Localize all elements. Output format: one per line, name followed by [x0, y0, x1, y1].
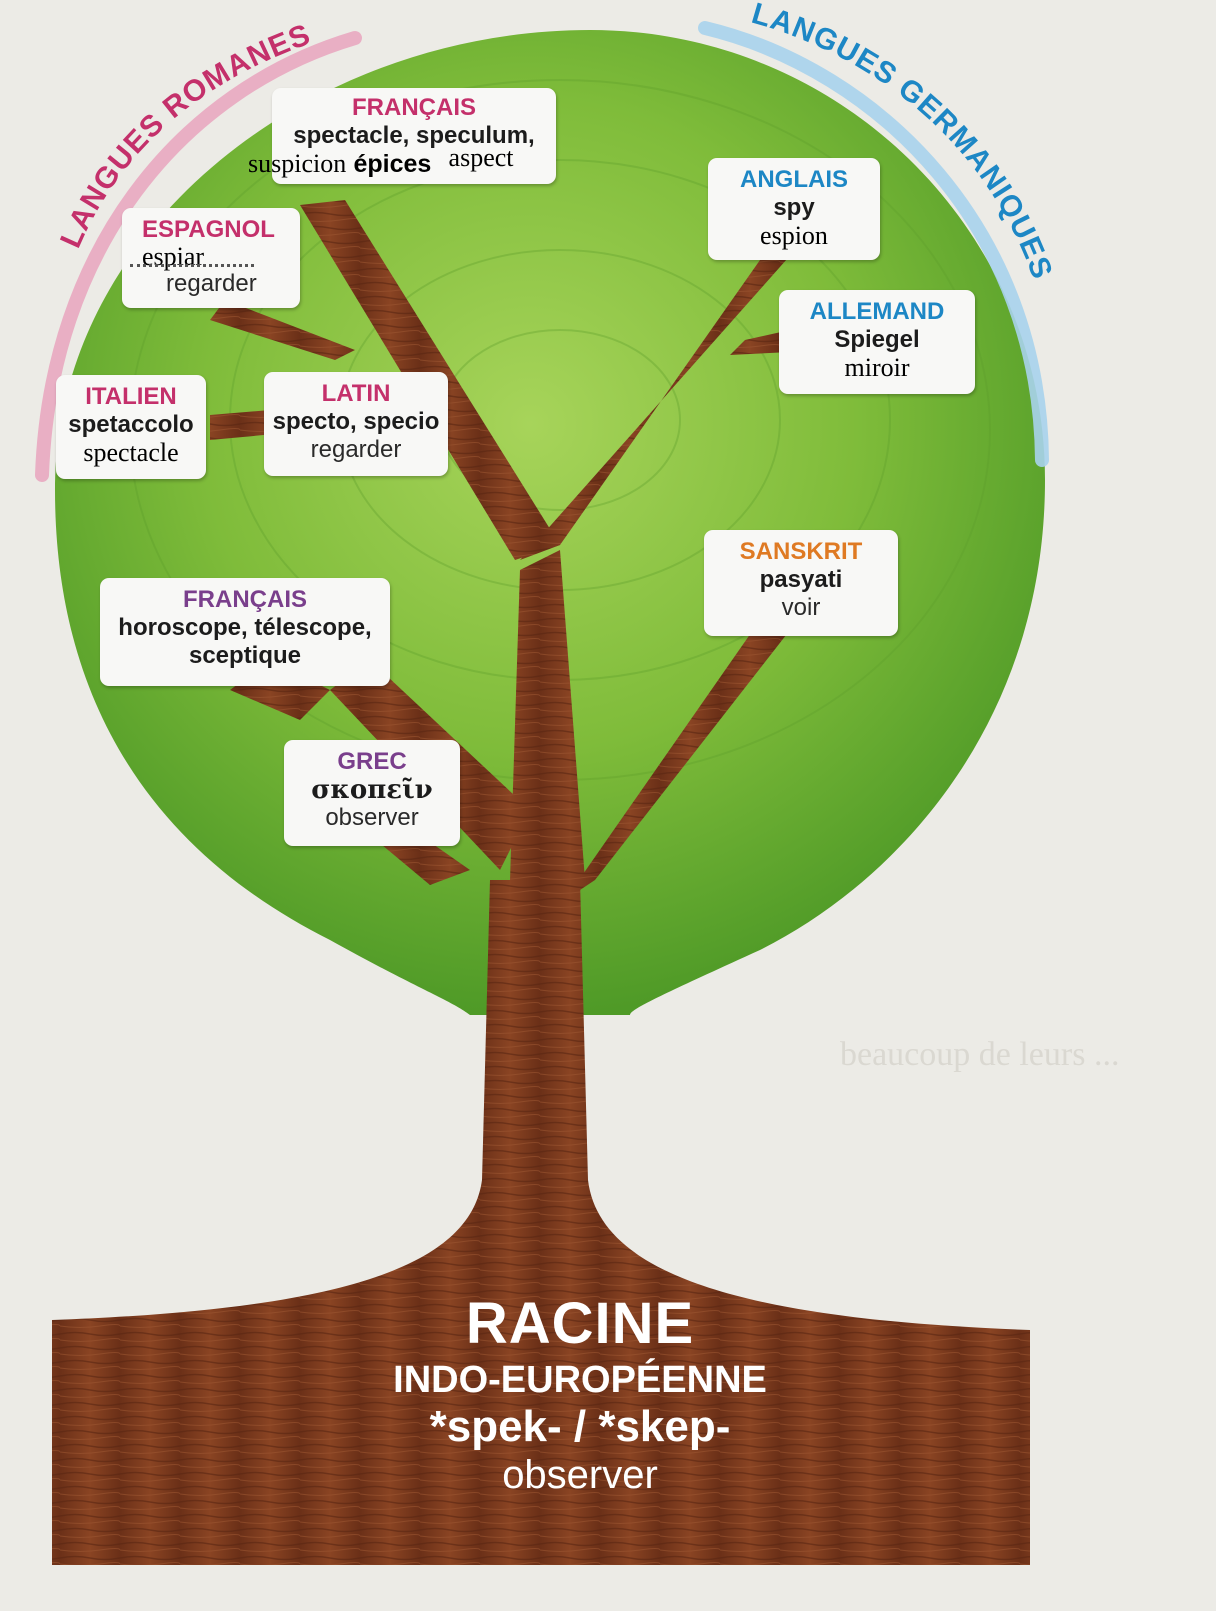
node-sanskrit: SANSKRIT pasyati voir — [704, 530, 898, 636]
node-meaning: voir — [781, 594, 821, 621]
node-word: pasyati — [759, 566, 843, 593]
node-word: spy — [773, 194, 815, 221]
node-language: ANGLAIS — [740, 166, 848, 193]
node-meaning: spectacle — [83, 438, 179, 467]
root-label: RACINE INDO-EUROPÉENNE *spek- / *skep- o… — [300, 1290, 860, 1498]
word-aspect: aspect — [448, 143, 514, 172]
node-grec: GREC σκοπεῖν observer — [284, 740, 460, 846]
francais-top-extra-words: suspicion épices aspect — [248, 143, 578, 179]
node-allemand: ALLEMAND Spiegel miroir — [779, 290, 975, 394]
node-francais-bottom: FRANÇAIS horoscope, télescope, sceptique — [100, 578, 390, 686]
root-title: RACINE — [465, 1291, 695, 1356]
node-meaning: miroir — [844, 353, 910, 382]
node-italien: ITALIEN spetaccolo spectacle — [56, 375, 206, 479]
word-epices: épices — [353, 150, 432, 178]
node-word-line1: horoscope, télescope, — [118, 614, 372, 641]
germanic-arc — [698, 21, 1049, 467]
node-latin: LATIN specto, specio regarder — [264, 372, 448, 476]
node-language: GREC — [337, 748, 407, 775]
word-suspicion: suspicion — [248, 149, 347, 178]
node-word-line2: sceptique — [188, 642, 302, 669]
node-meaning: regarder — [166, 270, 257, 297]
root-meaning: observer — [502, 1453, 658, 1497]
root-form: *spek- / *skep- — [429, 1402, 731, 1451]
root-subtitle: INDO-EUROPÉENNE — [393, 1359, 767, 1401]
background-page-text: beaucoup de leurs ... — [840, 1036, 1120, 1073]
node-meaning: espion — [760, 221, 828, 250]
node-word: Spiegel — [834, 326, 920, 353]
node-language: LATIN — [321, 380, 391, 407]
node-word: espiar — [129, 242, 255, 271]
node-word: spetaccolo — [68, 411, 194, 438]
node-word: σκοπεῖν — [311, 775, 433, 805]
node-word: spectacle, speculum, — [293, 122, 535, 149]
node-language: ALLEMAND — [809, 298, 945, 325]
node-meaning: regarder — [310, 436, 402, 463]
node-language: SANSKRIT — [739, 538, 863, 565]
romance-arc — [35, 31, 362, 482]
node-language: ITALIEN — [85, 383, 177, 410]
node-language: FRANÇAIS — [183, 586, 307, 613]
node-language: FRANÇAIS — [352, 94, 476, 121]
node-anglais: ANGLAIS spy espion — [708, 158, 880, 260]
node-word: specto, specio — [272, 408, 440, 435]
node-francais-top: FRANÇAIS spectacle, speculum, — [272, 88, 556, 184]
node-espagnol: ESPAGNOL espiar regarder — [122, 208, 300, 308]
node-meaning: observer — [325, 804, 419, 831]
node-language: ESPAGNOL — [142, 216, 275, 243]
